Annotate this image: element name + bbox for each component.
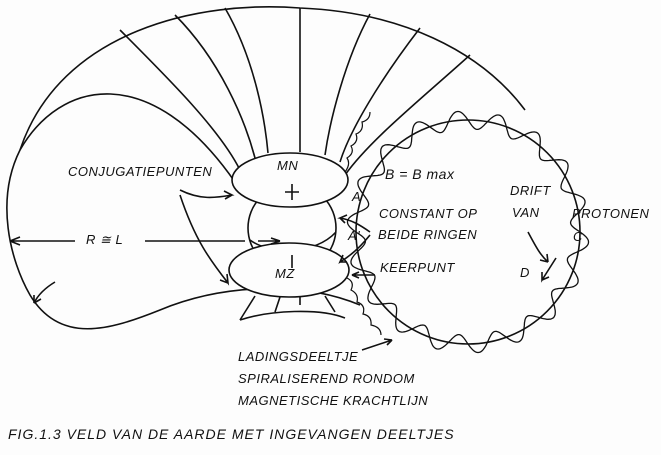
field-lines-north xyxy=(119,7,471,176)
label-constant-2: BEIDE RINGEN xyxy=(378,227,478,242)
label-particle-2: SPIRALISEREND RONDOM xyxy=(238,371,415,386)
label-point-c: C xyxy=(573,229,583,244)
r-arrow xyxy=(9,236,75,246)
label-mn: MN xyxy=(277,158,299,173)
label-point-a-prime: A' xyxy=(348,228,361,243)
label-turning-point: KEERPUNT xyxy=(380,260,455,275)
ring-mz xyxy=(228,242,350,298)
label-particle-3: MAGNETISCHE KRACHTLIJN xyxy=(238,393,429,408)
label-r: R xyxy=(86,232,96,247)
label-protons: PROTONEN xyxy=(572,206,650,221)
outer-field-shell xyxy=(6,93,361,330)
label-b-max: B = B max xyxy=(385,166,455,182)
label-drift-1: DRIFT xyxy=(510,183,551,198)
conjugate-arrow-south xyxy=(179,194,230,286)
constant-arrow-a-prime xyxy=(338,234,371,264)
label-particle-1: LADINGSDEELTJE xyxy=(238,349,359,364)
label-point-d: D xyxy=(520,265,530,280)
label-drift-2: VAN xyxy=(512,205,540,220)
label-constant-1: CONSTANT OP xyxy=(379,206,478,221)
label-mz: MZ xyxy=(275,266,295,281)
field-lines-south xyxy=(239,295,346,321)
constant-arrow-a xyxy=(337,214,371,233)
figure-caption: FIG.1.3 VELD VAN DE AARDE MET INGEVANGEN… xyxy=(8,426,455,442)
drift-arrow xyxy=(527,231,549,263)
ring-mn xyxy=(231,152,349,208)
drift-direction-arrow xyxy=(33,281,56,304)
conjugate-arrow-north xyxy=(179,189,235,200)
r-arrow-right xyxy=(145,237,281,245)
outer-field-top xyxy=(19,5,526,151)
north-axis-mark xyxy=(285,184,299,200)
d-arrow xyxy=(541,257,557,283)
keerpunt-arrow xyxy=(351,271,375,279)
particle-arrow xyxy=(361,338,393,351)
label-r-approx-l: R ≅ L xyxy=(86,232,123,248)
label-approx: ≅ xyxy=(100,232,112,247)
spiral-north xyxy=(344,111,371,173)
proton-spiral-path xyxy=(346,110,590,354)
label-conjugate-points: CONJUGATIEPUNTEN xyxy=(68,164,213,179)
spiral-south xyxy=(346,277,382,336)
label-point-a: A xyxy=(352,189,362,204)
label-l: L xyxy=(115,232,124,247)
